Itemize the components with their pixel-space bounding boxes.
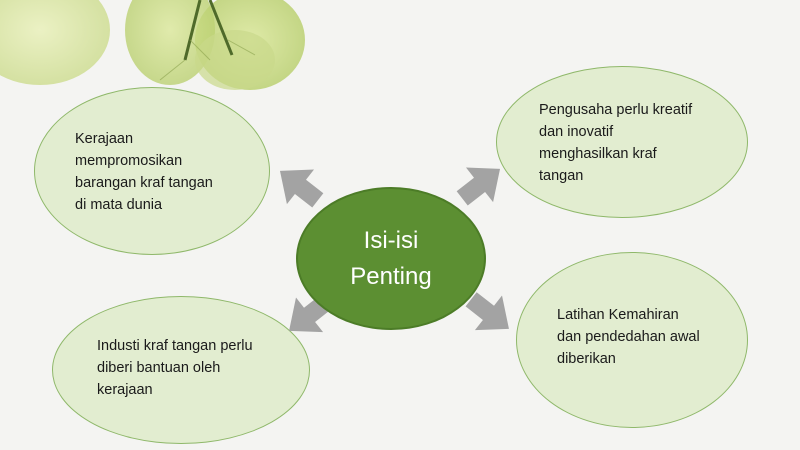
node-text-line: tangan: [539, 168, 584, 184]
node-bottom-left: Industi kraf tangan perlu diberi bantuan…: [52, 296, 310, 444]
center-node-text: Isi-isi Penting: [298, 223, 484, 295]
center-node: Isi-isi Penting: [296, 187, 486, 330]
node-top-left: Kerajaan mempromosikan barangan kraf tan…: [34, 87, 270, 255]
node-text-line: mempromosikan: [75, 153, 183, 169]
node-text-line: menghasilkan kraf: [539, 146, 657, 162]
node-bottom-left-text: Industi kraf tangan perlu diberi bantuan…: [97, 335, 253, 401]
node-text-line: diberi bantuan oleh: [97, 360, 221, 376]
center-text-line: Isi-isi: [363, 227, 419, 254]
node-text-line: Latihan Kemahiran: [557, 307, 679, 323]
node-text-line: kerajaan: [97, 382, 153, 398]
arrow-down-right-icon: [465, 292, 509, 331]
node-text-line: diberikan: [557, 351, 616, 367]
node-text-line: dan inovatif: [539, 124, 614, 140]
arrow-up-right-icon: [456, 167, 501, 206]
arrow-up-left-icon: [279, 169, 324, 208]
node-text-line: Kerajaan: [75, 131, 134, 147]
node-top-left-text: Kerajaan mempromosikan barangan kraf tan…: [75, 128, 213, 216]
node-bottom-right-text: Latihan Kemahiran dan pendedahan awal di…: [557, 304, 700, 370]
center-text-line: Penting: [350, 263, 432, 290]
node-top-right: Pengusaha perlu kreatif dan inovatif men…: [496, 66, 748, 218]
node-text-line: Industi kraf tangan perlu: [97, 338, 253, 354]
leaves-decoration: [0, 0, 305, 90]
node-top-right-text: Pengusaha perlu kreatif dan inovatif men…: [539, 99, 692, 187]
node-text-line: barangan kraf tangan: [75, 175, 213, 191]
node-bottom-right: Latihan Kemahiran dan pendedahan awal di…: [516, 252, 748, 428]
node-text-line: di mata dunia: [75, 197, 163, 213]
node-text-line: Pengusaha perlu kreatif: [539, 102, 693, 118]
node-text-line: dan pendedahan awal: [557, 329, 700, 345]
